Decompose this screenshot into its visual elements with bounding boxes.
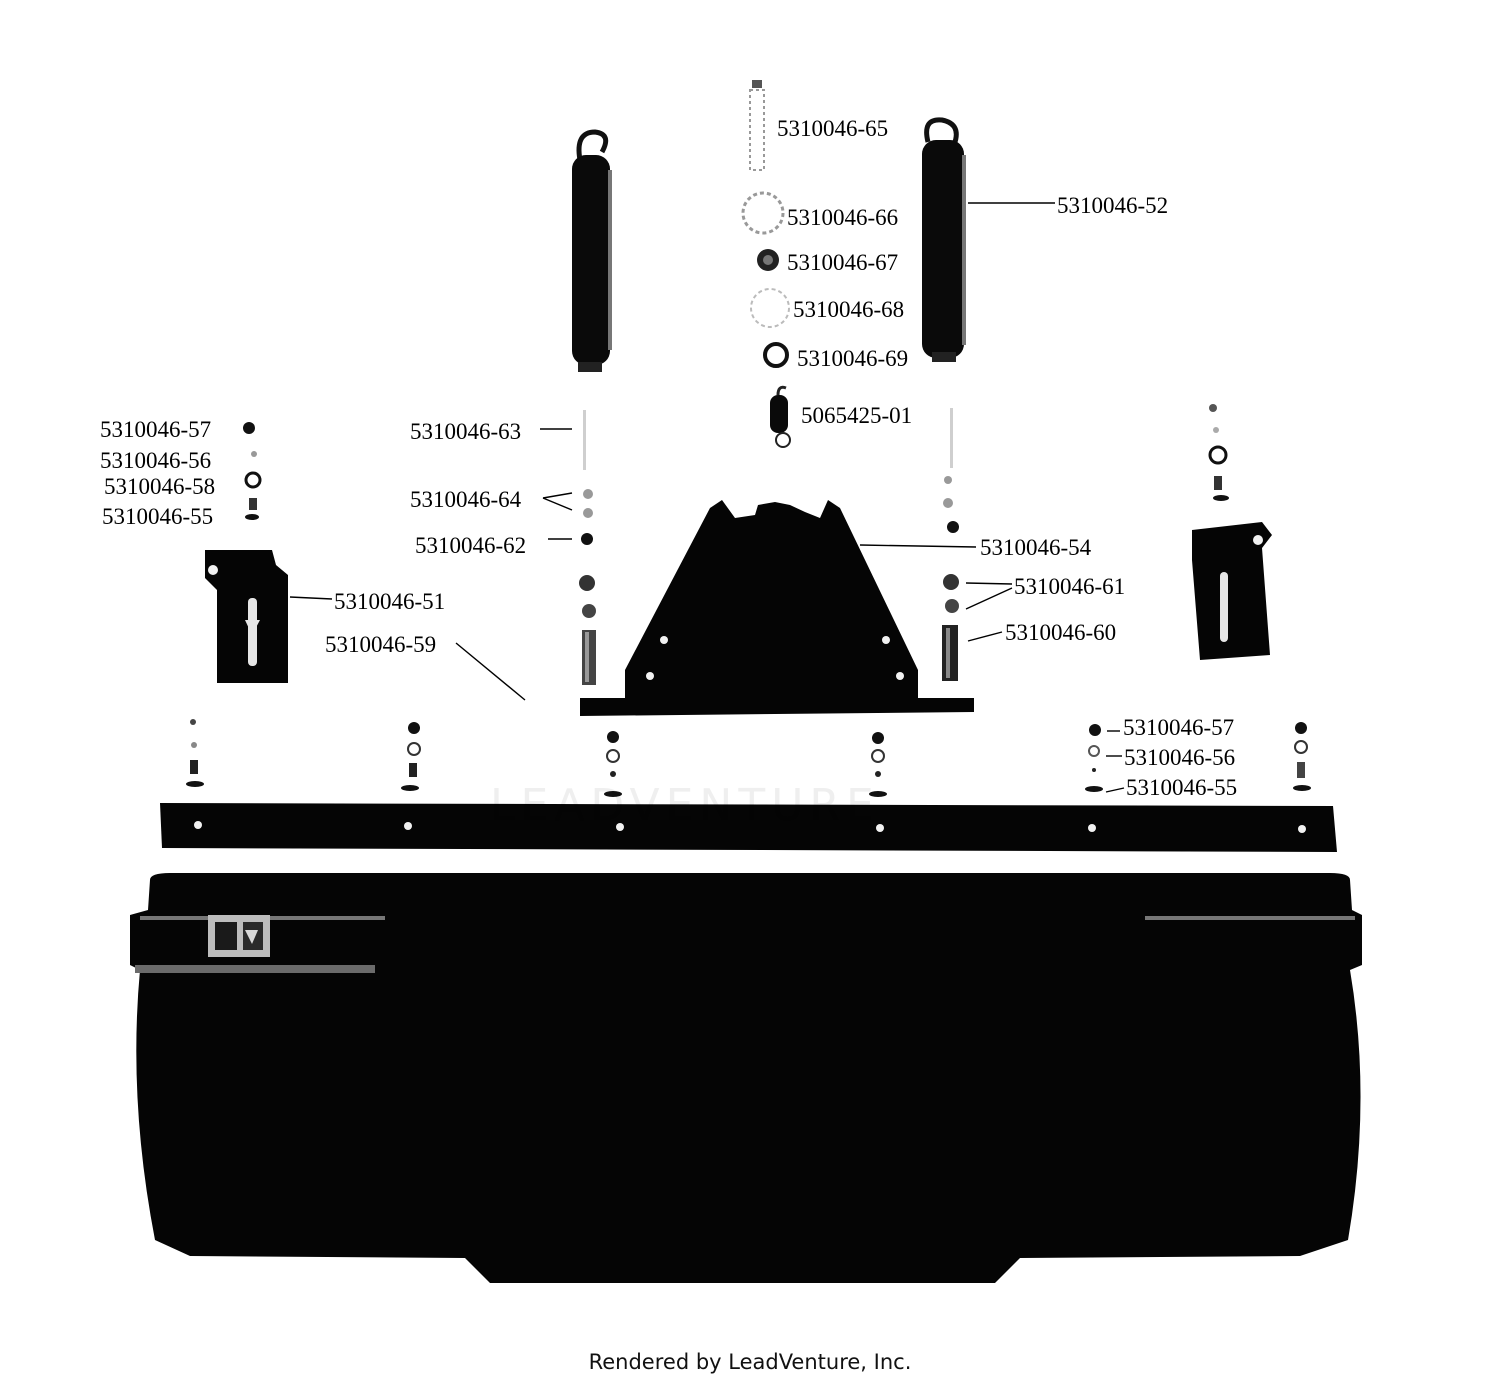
label-5310046-57-left: 5310046-57 [100,417,211,442]
label-5310046-56-left: 5310046-56 [100,448,211,473]
left-extension-spring [572,129,612,372]
label-5310046-58: 5310046-58 [104,474,215,499]
label-5310046-65: 5310046-65 [777,116,888,141]
bolt-stack-5 [1085,724,1103,792]
bolt-stack-6 [1293,722,1311,791]
center-bolt-stack [741,80,791,448]
label-5310046-60: 5310046-60 [1005,620,1116,645]
bolt-stack-4 [869,732,887,797]
label-5310046-62: 5310046-62 [415,533,526,558]
center-pivot-bracket [580,500,974,716]
deck-housing [130,873,1362,1283]
watermark: LEADVENTURE [490,780,880,831]
label-5310046-68: 5310046-68 [793,297,904,322]
label-5310046-55-right: 5310046-55 [1126,775,1237,800]
label-5310046-66: 5310046-66 [787,205,898,230]
label-5310046-51: 5310046-51 [334,589,445,614]
mounting-bar [160,803,1337,852]
label-5310046-67: 5310046-67 [787,250,898,275]
right-extension-spring [922,117,966,362]
label-5310046-63: 5310046-63 [410,419,521,444]
leader-lines [289,202,1125,793]
bolt-stack-2 [401,722,421,791]
left-spring-hardware [579,410,596,685]
left-slotted-bracket [205,550,288,683]
label-5310046-52: 5310046-52 [1057,193,1168,218]
label-5310046-64: 5310046-64 [410,487,522,512]
bolt-stack-1 [186,719,204,787]
label-5065425-01: 5065425-01 [801,403,912,428]
label-5310046-59: 5310046-59 [325,632,436,657]
label-5310046-57-right: 5310046-57 [1123,715,1234,740]
right-slotted-bracket [1192,522,1272,660]
label-5310046-56-right: 5310046-56 [1124,745,1235,770]
callout-labels: 5310046-65 5310046-66 5310046-67 5310046… [100,116,1237,800]
label-5310046-69: 5310046-69 [797,346,908,371]
label-5310046-55-left: 5310046-55 [102,504,213,529]
label-5310046-61: 5310046-61 [1014,574,1125,599]
right-spring-hardware [942,408,959,681]
left-hardware-stack [243,422,262,520]
right-hardware-stack [1208,404,1229,501]
label-5310046-54: 5310046-54 [980,535,1092,560]
bolt-stack-3 [604,731,622,797]
bolt-stacks [186,719,1311,797]
rendered-by-footer: Rendered by LeadVenture, Inc. [588,1350,912,1374]
